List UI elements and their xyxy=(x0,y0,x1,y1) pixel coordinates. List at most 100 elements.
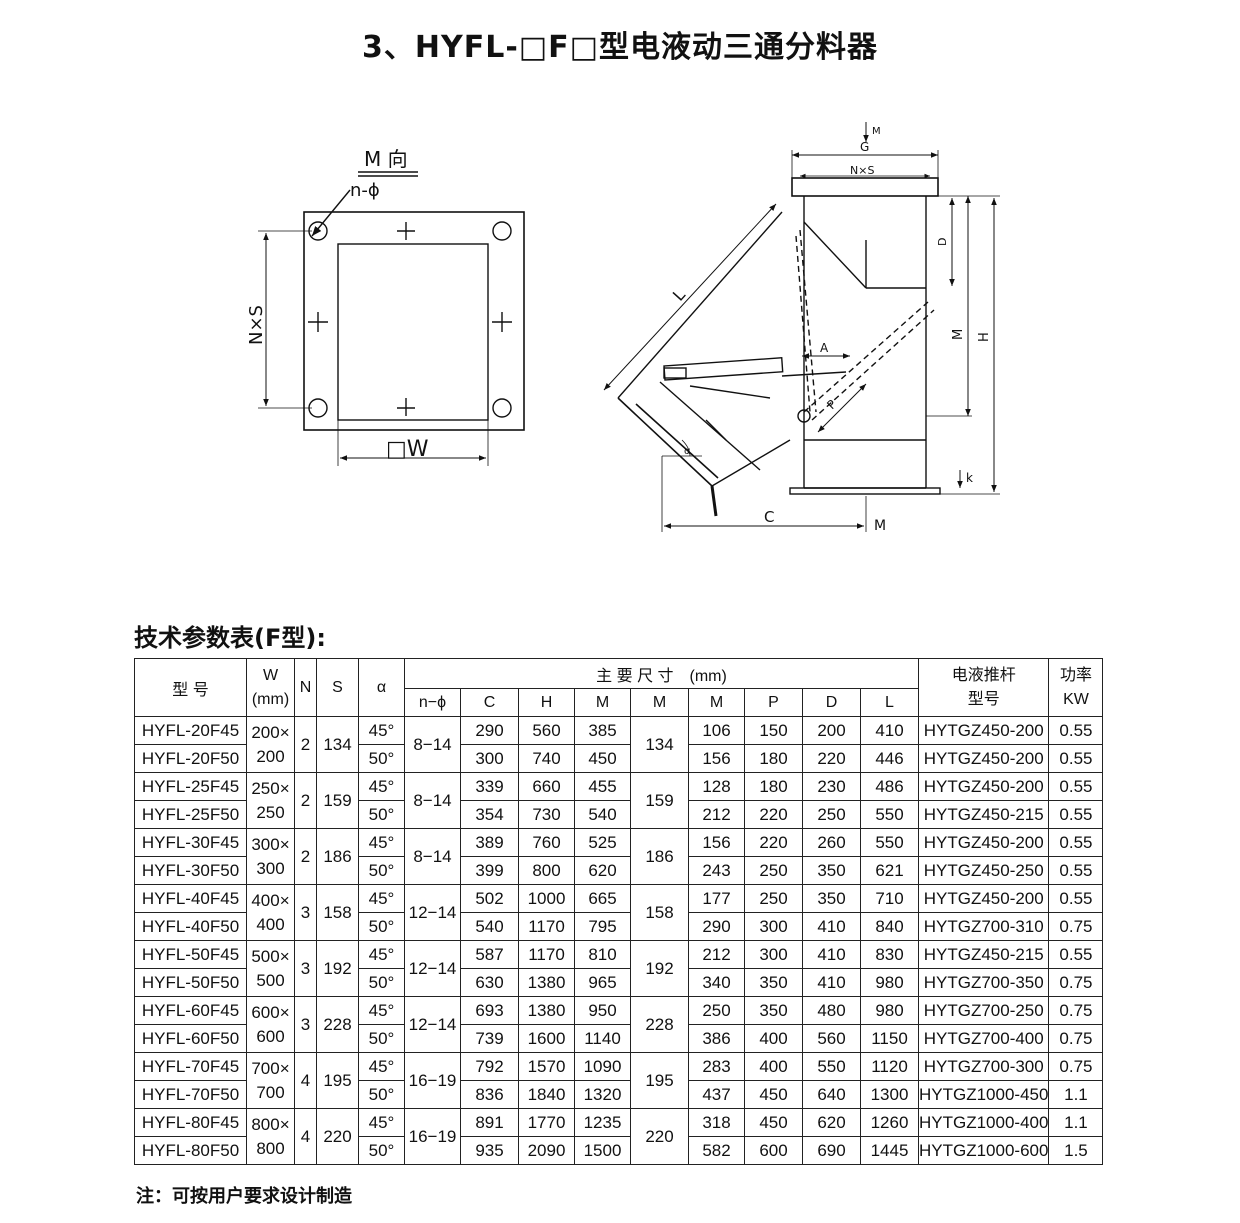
header-s: S xyxy=(316,658,359,717)
cell-w: 800×800 xyxy=(246,1108,295,1165)
cell-pusher: HYTGZ450-200 xyxy=(917,828,1050,857)
cell-h: 1170 xyxy=(518,912,575,941)
cell-kw: 1.1 xyxy=(1048,1108,1104,1137)
cell-d: 410 xyxy=(802,940,861,969)
cell-m3: 106 xyxy=(688,716,745,745)
cell-m1: 665 xyxy=(574,884,631,913)
cell-p: 220 xyxy=(744,828,803,857)
cell-h: 2090 xyxy=(518,1136,575,1165)
cell-m2: 192 xyxy=(630,940,689,997)
p-label: P xyxy=(824,397,839,412)
cell-alpha: 50° xyxy=(358,856,405,885)
cell-nphi: 12−14 xyxy=(404,884,461,941)
cell-n: 3 xyxy=(294,884,317,941)
cell-l: 550 xyxy=(860,800,919,829)
cell-l: 830 xyxy=(860,940,919,969)
cell-nphi: 8−14 xyxy=(404,716,461,773)
alpha-label: α xyxy=(684,446,691,457)
cell-kw: 0.75 xyxy=(1048,1052,1104,1081)
cell-p: 220 xyxy=(744,800,803,829)
m-bottom-label: M xyxy=(874,518,886,534)
cell-w-line1: 500× xyxy=(251,946,290,966)
cell-l: 550 xyxy=(860,828,919,857)
cell-p: 300 xyxy=(744,940,803,969)
cell-s: 159 xyxy=(316,772,359,829)
cell-n: 2 xyxy=(294,772,317,829)
cell-w-line2: 300 xyxy=(256,858,285,878)
cell-n: 3 xyxy=(294,940,317,997)
cell-alpha: 50° xyxy=(358,968,405,997)
cell-c: 502 xyxy=(460,884,519,913)
header-w: W (mm) xyxy=(246,658,295,717)
cell-w-line2: 200 xyxy=(256,746,285,766)
cell-pusher: HYTGZ1000-400 xyxy=(917,1108,1050,1137)
left-view-label: M 向 xyxy=(364,147,408,171)
cell-d: 480 xyxy=(802,996,861,1025)
cell-s: 158 xyxy=(316,884,359,941)
c-label: C xyxy=(764,508,774,526)
cell-m1: 1320 xyxy=(574,1080,631,1109)
cell-c: 540 xyxy=(460,912,519,941)
cell-w: 600×600 xyxy=(246,996,295,1053)
cell-model: HYFL-70F45 xyxy=(134,1052,247,1081)
cell-l: 1445 xyxy=(860,1136,919,1165)
cell-m2: 159 xyxy=(630,772,689,829)
cell-model: HYFL-50F45 xyxy=(134,940,247,969)
cell-w-line1: 300× xyxy=(251,834,290,854)
cell-d: 560 xyxy=(802,1024,861,1053)
footnote: 注：可按用户要求设计制造 xyxy=(136,1186,352,1207)
cell-pusher: HYTGZ450-200 xyxy=(917,772,1050,801)
cell-d: 620 xyxy=(802,1108,861,1137)
subheader-h: H xyxy=(518,688,575,717)
cell-kw: 0.55 xyxy=(1048,716,1104,745)
cell-l: 1150 xyxy=(860,1024,919,1053)
cell-c: 935 xyxy=(460,1136,519,1165)
nxs-label: N×S xyxy=(246,305,267,345)
cell-d: 690 xyxy=(802,1136,861,1165)
cell-d: 350 xyxy=(802,884,861,913)
cell-model: HYFL-80F45 xyxy=(134,1108,247,1137)
cell-p: 450 xyxy=(744,1080,803,1109)
cell-m1: 1235 xyxy=(574,1108,631,1137)
cell-l: 446 xyxy=(860,744,919,773)
cell-pusher: HYTGZ450-215 xyxy=(917,940,1050,969)
cell-c: 891 xyxy=(460,1108,519,1137)
cell-w-line1: 700× xyxy=(251,1058,290,1078)
cell-w: 250×250 xyxy=(246,772,295,829)
cell-m2: 134 xyxy=(630,716,689,773)
cell-h: 760 xyxy=(518,828,575,857)
technical-drawing: M 向 n-ϕ N×S □W M G N×S D L A P α M H k C… xyxy=(246,122,1000,534)
cell-w: 200×200 xyxy=(246,716,295,773)
cell-w: 300× 300 xyxy=(246,828,295,885)
h-label: H xyxy=(977,332,992,342)
cell-alpha: 45° xyxy=(358,828,405,857)
subheader-m2: M xyxy=(630,688,689,717)
cell-w-line2: 700 xyxy=(256,1082,285,1102)
cell-m2: 195 xyxy=(630,1052,689,1109)
header-pusher-bottom: 型号 xyxy=(967,690,1000,708)
header-n: N xyxy=(294,658,317,717)
cell-h: 730 xyxy=(518,800,575,829)
header-model: 型 号 xyxy=(134,658,247,717)
cell-m1: 525 xyxy=(574,828,631,857)
cell-w-line2: 500 xyxy=(256,970,285,990)
cell-w: 400×400 xyxy=(246,884,295,941)
cell-nphi: 16−19 xyxy=(404,1108,461,1165)
header-power-top: 功率 xyxy=(1059,666,1092,684)
header-pusher: 电液推杆 型号 xyxy=(917,658,1050,717)
cell-pusher: HYTGZ700-300 xyxy=(917,1052,1050,1081)
cell-pusher: HYTGZ700-400 xyxy=(917,1024,1050,1053)
cell-alpha: 50° xyxy=(358,744,405,773)
cell-n: 2 xyxy=(294,828,317,885)
cell-c: 290 xyxy=(460,716,519,745)
cell-c: 389 xyxy=(460,828,519,857)
cell-alpha: 45° xyxy=(358,884,405,913)
cell-model: HYFL-70F50 xyxy=(134,1080,247,1109)
cell-nphi: 16−19 xyxy=(404,1052,461,1109)
cell-m1: 450 xyxy=(574,744,631,773)
